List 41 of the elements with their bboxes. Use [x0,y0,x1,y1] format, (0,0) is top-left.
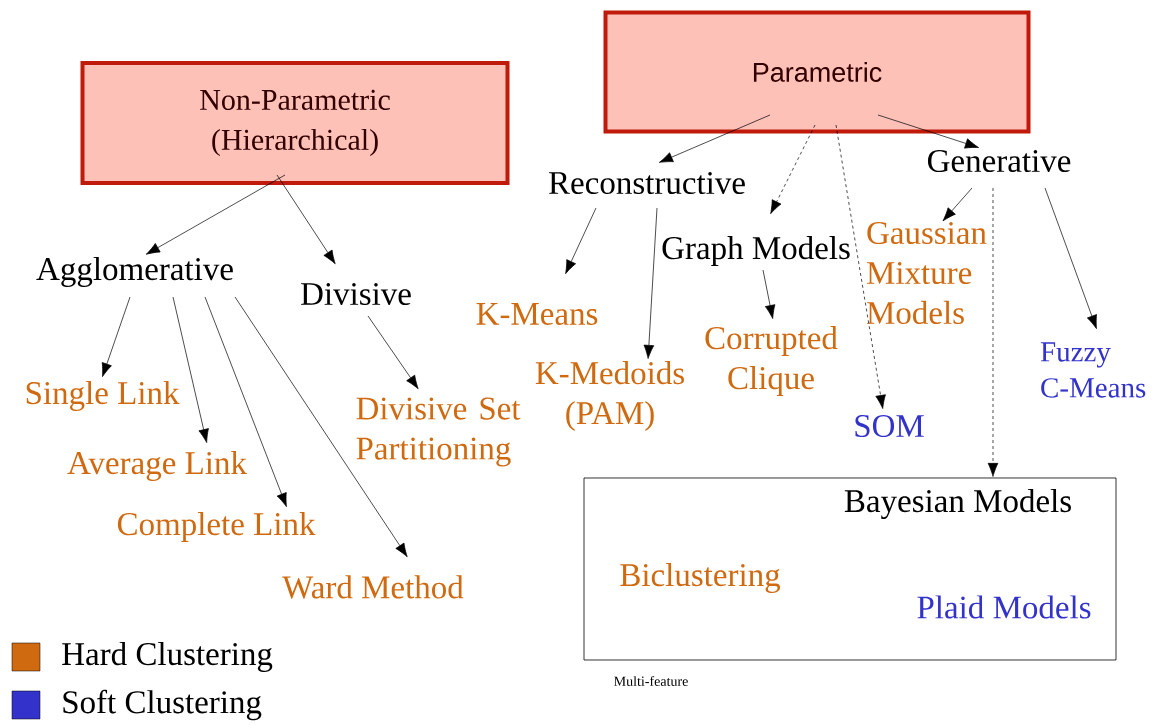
arrow [565,207,597,274]
method-label: SOM [855,414,924,438]
legend-label: Soft Clustering [63,689,262,721]
method-label: Fuzzy C-Means [1040,342,1146,398]
method-label: Corrupted Clique [705,326,838,396]
method-label: Average Link [67,451,247,481]
arrow [1044,187,1097,329]
method-label: Plaid Models [917,595,1091,619]
arrow [204,296,287,507]
category-label: Divisive [301,282,411,306]
method-label: K-Means [476,303,598,325]
arrow [942,187,973,222]
arrow [659,114,771,163]
arrow [172,296,209,443]
method-label: Gaussian Mixture Models [866,221,987,325]
arrow [835,124,886,409]
arrow [877,114,979,149]
method-label: Ward Method [282,575,464,599]
box-heading: Bayesian Models [844,489,1071,519]
arrow [145,174,286,255]
method-label: Biclustering [620,563,781,593]
category-box: Non-Parametric (Hierarchical) [80,61,510,185]
category-label: Reconstructive [549,171,745,195]
method-label: Single Link [26,381,180,411]
arrow [643,207,658,359]
category-box: Parametric [603,10,1031,134]
arrow [770,124,816,215]
arrow [762,269,776,319]
arrow [101,296,131,377]
method-label: Divisive Set Partitioning [356,397,521,467]
category-label: Generative [928,149,1071,173]
method-label: Complete Link [117,512,316,542]
category-label: Graph Models [662,236,850,266]
arrow [987,187,999,477]
category-label: Agglomerative [36,257,233,287]
legend-label: Hard Clustering [62,642,273,672]
arrow [276,174,336,265]
frame-label: Multi-feature [614,676,688,686]
method-label: K-Medoids (PAM) [535,361,684,431]
arrow [367,315,419,390]
arrow [234,296,408,558]
